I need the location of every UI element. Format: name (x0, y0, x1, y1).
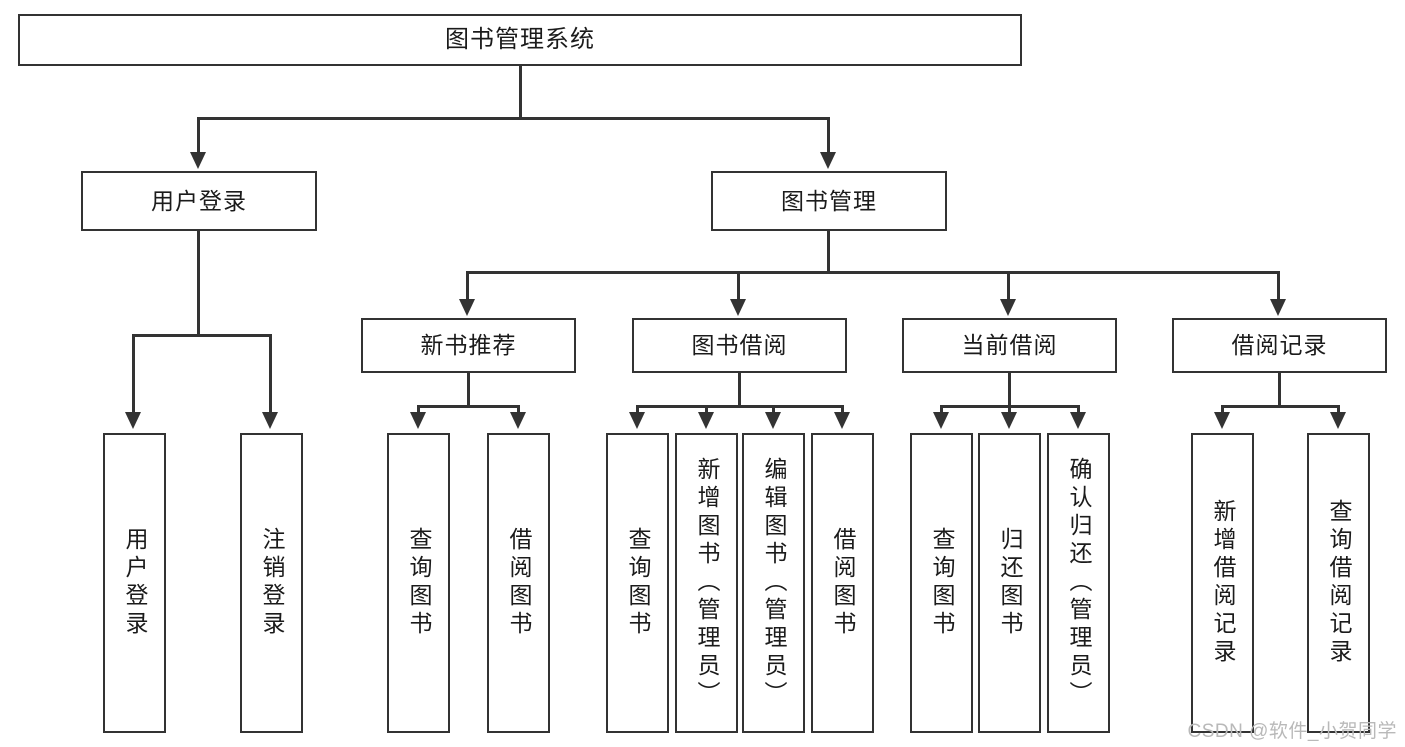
arrow-to-book-mgmt (820, 152, 836, 169)
arrow-to-current (1000, 299, 1016, 316)
connector-borrow-l2 (705, 405, 708, 415)
connector-book-mgmt-trunk (466, 271, 1280, 274)
arrow-current-leaf-2 (1001, 412, 1017, 429)
node-borrow-records[interactable]: 借阅记录 (1172, 318, 1387, 373)
leaf-logout[interactable]: 注销登录 (240, 433, 303, 733)
connector-book-mgmt-stem (827, 231, 830, 273)
node-label: 图书借阅 (691, 332, 788, 359)
connector-borrow-l4 (841, 405, 844, 415)
connector-user-login-trunk (132, 334, 272, 337)
connector-user-login-stem (197, 231, 200, 336)
node-label: 图书管理 (781, 187, 877, 214)
connector-to-borrow (737, 271, 740, 301)
leaf-borrow-query-book[interactable]: 查询图书 (606, 433, 669, 733)
connector-new-book-l1 (417, 405, 420, 415)
arrow-borrow-leaf-4 (834, 412, 850, 429)
node-label: 用户登录 (151, 187, 247, 214)
leaf-user-login[interactable]: 用户登录 (103, 433, 166, 733)
node-label: 图书管理系统 (445, 26, 595, 54)
arrow-new-book-leaf-1 (410, 412, 426, 429)
connector-current-l2 (1008, 405, 1011, 415)
node-label: 归还图书 (997, 527, 1023, 639)
leaf-records-query-record[interactable]: 查询借阅记录 (1307, 433, 1370, 733)
arrow-to-leaf-user-login (125, 412, 141, 429)
connector-records-l2 (1337, 405, 1340, 415)
arrow-to-records (1270, 299, 1286, 316)
connector-user-login-left (132, 334, 135, 414)
leaf-borrow-add-book[interactable]: 新增图书（管理员） (675, 433, 738, 733)
connector-current-stem (1008, 373, 1011, 407)
arrow-to-borrow (730, 299, 746, 316)
connector-new-book-trunk (417, 405, 520, 408)
node-label: 新书推荐 (420, 332, 517, 359)
arrow-new-book-leaf-2 (510, 412, 526, 429)
connector-records-l1 (1221, 405, 1224, 415)
node-label: 查询借阅记录 (1326, 499, 1352, 667)
node-label: 查询图书 (929, 527, 955, 639)
connector-new-book-stem (467, 373, 470, 407)
leaf-borrow-edit-book[interactable]: 编辑图书（管理员） (742, 433, 805, 733)
connector-records-trunk (1221, 405, 1340, 408)
node-new-book-recommendation[interactable]: 新书推荐 (361, 318, 576, 373)
node-label: 注销登录 (259, 527, 285, 639)
node-label: 借阅图书 (830, 527, 856, 639)
node-label: 当前借阅 (961, 332, 1058, 359)
node-label: 借阅记录 (1231, 332, 1328, 359)
node-label: 查询图书 (406, 527, 432, 639)
connector-borrow-l1 (636, 405, 639, 415)
connector-records-stem (1278, 373, 1281, 407)
connector-root-to-book-mgmt (827, 117, 830, 154)
connector-new-book-l2 (517, 405, 520, 415)
connector-to-current (1007, 271, 1010, 301)
node-label: 借阅图书 (506, 527, 532, 639)
connector-user-login-right (269, 334, 272, 414)
connector-borrow-trunk (636, 405, 844, 408)
connector-root-to-user-login (197, 117, 200, 154)
leaf-records-add-record[interactable]: 新增借阅记录 (1191, 433, 1254, 733)
leaf-newbook-query-book[interactable]: 查询图书 (387, 433, 450, 733)
node-label: 新增借阅记录 (1210, 499, 1236, 667)
node-label: 确认归还（管理员） (1066, 457, 1092, 709)
connector-to-records (1277, 271, 1280, 301)
node-label: 用户登录 (122, 527, 148, 639)
arrow-records-leaf-1 (1214, 412, 1230, 429)
arrow-borrow-leaf-1 (629, 412, 645, 429)
node-book-borrowing[interactable]: 图书借阅 (632, 318, 847, 373)
node-label: 查询图书 (625, 527, 651, 639)
arrow-current-leaf-3 (1070, 412, 1086, 429)
node-label: 编辑图书（管理员） (761, 457, 787, 709)
leaf-newbook-borrow-book[interactable]: 借阅图书 (487, 433, 550, 733)
connector-current-l3 (1077, 405, 1080, 415)
arrow-borrow-leaf-2 (698, 412, 714, 429)
arrow-current-leaf-1 (933, 412, 949, 429)
leaf-borrow-borrow-book[interactable]: 借阅图书 (811, 433, 874, 733)
leaf-current-return-book[interactable]: 归还图书 (978, 433, 1041, 733)
connector-borrow-stem (738, 373, 741, 407)
node-user-login[interactable]: 用户登录 (81, 171, 317, 231)
leaf-current-confirm-return[interactable]: 确认归还（管理员） (1047, 433, 1110, 733)
connector-to-new-book (466, 271, 469, 301)
arrow-to-leaf-logout (262, 412, 278, 429)
node-current-borrowing[interactable]: 当前借阅 (902, 318, 1117, 373)
arrow-borrow-leaf-3 (765, 412, 781, 429)
leaf-current-query-book[interactable]: 查询图书 (910, 433, 973, 733)
node-book-management[interactable]: 图书管理 (711, 171, 947, 231)
arrow-to-new-book (459, 299, 475, 316)
arrow-to-user-login (190, 152, 206, 169)
node-root-system[interactable]: 图书管理系统 (18, 14, 1022, 66)
connector-current-l1 (940, 405, 943, 415)
connector-borrow-l3 (772, 405, 775, 415)
node-label: 新增图书（管理员） (694, 457, 720, 709)
arrow-records-leaf-2 (1330, 412, 1346, 429)
connector-root-trunk (197, 117, 830, 120)
connector-root-stem (519, 66, 522, 118)
